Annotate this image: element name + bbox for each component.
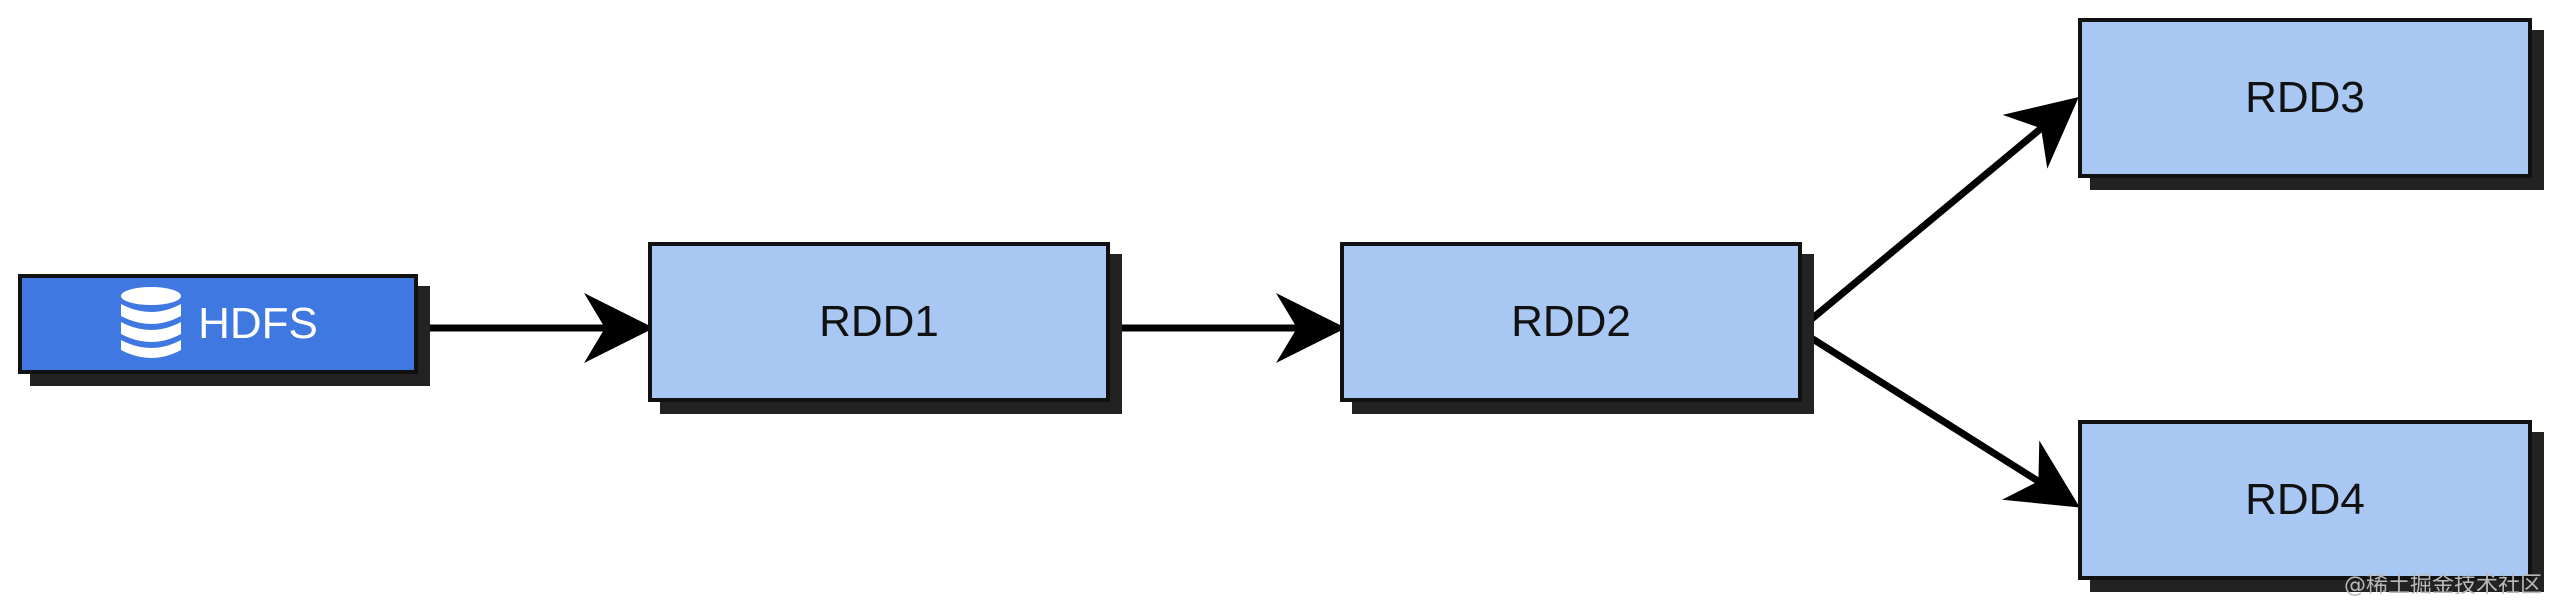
hdfs-node[interactable]: HDFS (18, 274, 418, 374)
rdd1-label: RDD1 (819, 297, 939, 346)
rdd4-node[interactable]: RDD4 (2078, 420, 2532, 580)
edge-rdd2-rdd3 (1805, 97, 2079, 325)
rdd1-node[interactable]: RDD1 (648, 242, 1110, 402)
rdd2-node[interactable]: RDD2 (1340, 242, 1802, 402)
rdd4-label: RDD4 (2245, 475, 2365, 524)
rdd2-label: RDD2 (1511, 297, 1631, 346)
watermark: @稀土掘金技术社区 (2343, 573, 2542, 598)
database-icon (121, 287, 182, 358)
rdd3-node[interactable]: RDD3 (2078, 18, 2532, 178)
hdfs-label: HDFS (198, 299, 318, 348)
edge-rdd2-rdd4 (1806, 333, 2080, 508)
rdd3-label: RDD3 (2245, 73, 2365, 122)
